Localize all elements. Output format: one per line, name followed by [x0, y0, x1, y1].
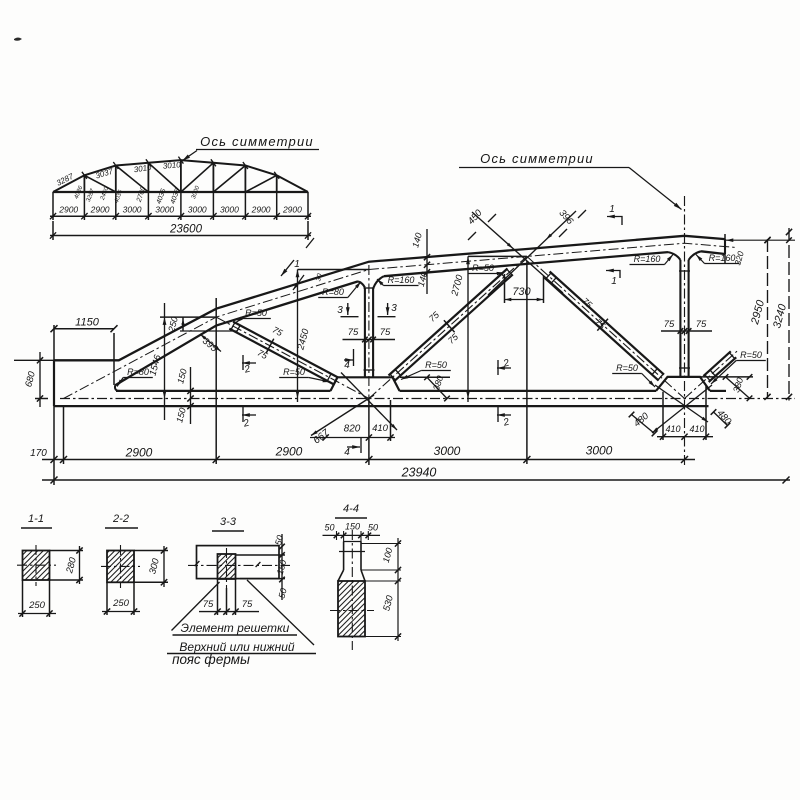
svg-text:75: 75 — [203, 599, 214, 610]
svg-text:2900: 2900 — [275, 445, 303, 459]
svg-text:250: 250 — [112, 598, 130, 609]
svg-text:R=50: R=50 — [472, 263, 494, 273]
svg-text:3000: 3000 — [220, 205, 239, 215]
svg-text:300: 300 — [147, 557, 162, 576]
svg-text:150: 150 — [174, 407, 188, 424]
svg-text:1: 1 — [611, 276, 617, 287]
svg-text:4: 4 — [344, 447, 350, 458]
svg-text:1-1: 1-1 — [28, 513, 44, 525]
svg-text:R=50: R=50 — [740, 350, 762, 360]
svg-text:1150: 1150 — [75, 317, 100, 329]
svg-text:150: 150 — [275, 559, 289, 576]
svg-text:75: 75 — [696, 319, 707, 330]
svg-text:75: 75 — [348, 327, 359, 338]
svg-text:1546: 1546 — [148, 353, 164, 377]
svg-text:150: 150 — [345, 522, 360, 532]
svg-text:3287: 3287 — [86, 188, 97, 203]
svg-text:3: 3 — [391, 303, 397, 314]
svg-text:2: 2 — [242, 363, 252, 375]
svg-text:R=50: R=50 — [425, 360, 447, 370]
svg-text:R=50: R=50 — [283, 367, 305, 377]
svg-text:170: 170 — [30, 448, 47, 459]
svg-text:50: 50 — [276, 587, 288, 599]
svg-text:30: 30 — [315, 273, 324, 282]
svg-text:Ось симметрии: Ось симметрии — [200, 134, 314, 149]
svg-text:75: 75 — [242, 599, 253, 610]
svg-text:2900: 2900 — [282, 205, 302, 215]
svg-text:R=160: R=160 — [709, 253, 736, 263]
svg-text:50: 50 — [324, 523, 334, 533]
svg-text:2: 2 — [241, 417, 251, 429]
svg-text:320: 320 — [732, 250, 745, 267]
svg-text:410: 410 — [372, 423, 389, 434]
svg-text:3000: 3000 — [123, 205, 142, 215]
svg-text:1: 1 — [294, 259, 300, 270]
svg-text:2900: 2900 — [58, 205, 78, 215]
svg-text:250: 250 — [28, 600, 46, 611]
svg-text:4-4: 4-4 — [343, 503, 359, 515]
svg-text:3000: 3000 — [188, 205, 207, 215]
svg-text:R=160: R=160 — [634, 254, 661, 264]
svg-text:4036: 4036 — [74, 185, 85, 200]
svg-text:2: 2 — [501, 416, 511, 428]
svg-text:3000: 3000 — [434, 444, 461, 458]
svg-text:3000: 3000 — [191, 185, 201, 200]
svg-text:140: 140 — [410, 232, 424, 249]
svg-text:680: 680 — [23, 370, 38, 389]
svg-text:3000: 3000 — [586, 444, 613, 458]
svg-text:280: 280 — [64, 556, 79, 576]
svg-text:Ось симметрии: Ось симметрии — [480, 151, 594, 166]
svg-text:2-2: 2-2 — [112, 513, 129, 525]
svg-text:4035: 4035 — [170, 188, 182, 205]
svg-text:2900: 2900 — [251, 205, 271, 215]
svg-text:100: 100 — [381, 547, 395, 564]
svg-text:410: 410 — [665, 424, 680, 434]
svg-text:3000: 3000 — [155, 205, 174, 215]
svg-text:380: 380 — [431, 374, 445, 391]
svg-text:250: 250 — [166, 316, 180, 334]
svg-text:140: 140 — [416, 271, 430, 288]
svg-text:150: 150 — [175, 368, 189, 385]
svg-text:3-3: 3-3 — [220, 516, 237, 528]
svg-text:Верхний или нижний: Верхний или нижний — [179, 640, 294, 654]
svg-text:50: 50 — [368, 523, 378, 533]
svg-text:3: 3 — [337, 305, 343, 316]
svg-text:2900: 2900 — [125, 446, 153, 460]
svg-text:23600: 23600 — [169, 224, 203, 236]
svg-text:380: 380 — [731, 376, 745, 393]
svg-text:4035: 4035 — [156, 188, 168, 205]
svg-text:530: 530 — [381, 594, 396, 613]
svg-text:2450: 2450 — [100, 186, 111, 202]
svg-text:R=50: R=50 — [616, 363, 638, 373]
svg-text:4: 4 — [344, 360, 350, 371]
svg-text:2700: 2700 — [136, 186, 148, 204]
svg-text:R=80: R=80 — [322, 287, 344, 297]
svg-text:R=160: R=160 — [388, 275, 415, 285]
svg-text:R=80: R=80 — [127, 367, 149, 377]
svg-text:пояс фермы: пояс фермы — [172, 652, 250, 667]
svg-text:1: 1 — [609, 204, 615, 215]
svg-text:50: 50 — [273, 534, 285, 546]
svg-text:2900: 2900 — [90, 205, 110, 215]
svg-text:730: 730 — [512, 286, 531, 298]
svg-text:75: 75 — [380, 327, 391, 338]
svg-text:410: 410 — [689, 424, 704, 434]
svg-text:4036: 4036 — [114, 189, 124, 204]
svg-text:Элемент решетки: Элемент решетки — [181, 621, 290, 635]
svg-text:R=50: R=50 — [245, 308, 267, 318]
svg-text:75: 75 — [664, 319, 675, 330]
svg-text:820: 820 — [344, 424, 361, 435]
svg-text:2: 2 — [501, 357, 511, 369]
svg-text:3010: 3010 — [133, 163, 153, 175]
svg-text:23940: 23940 — [401, 466, 437, 480]
svg-text:3010: 3010 — [163, 160, 182, 171]
